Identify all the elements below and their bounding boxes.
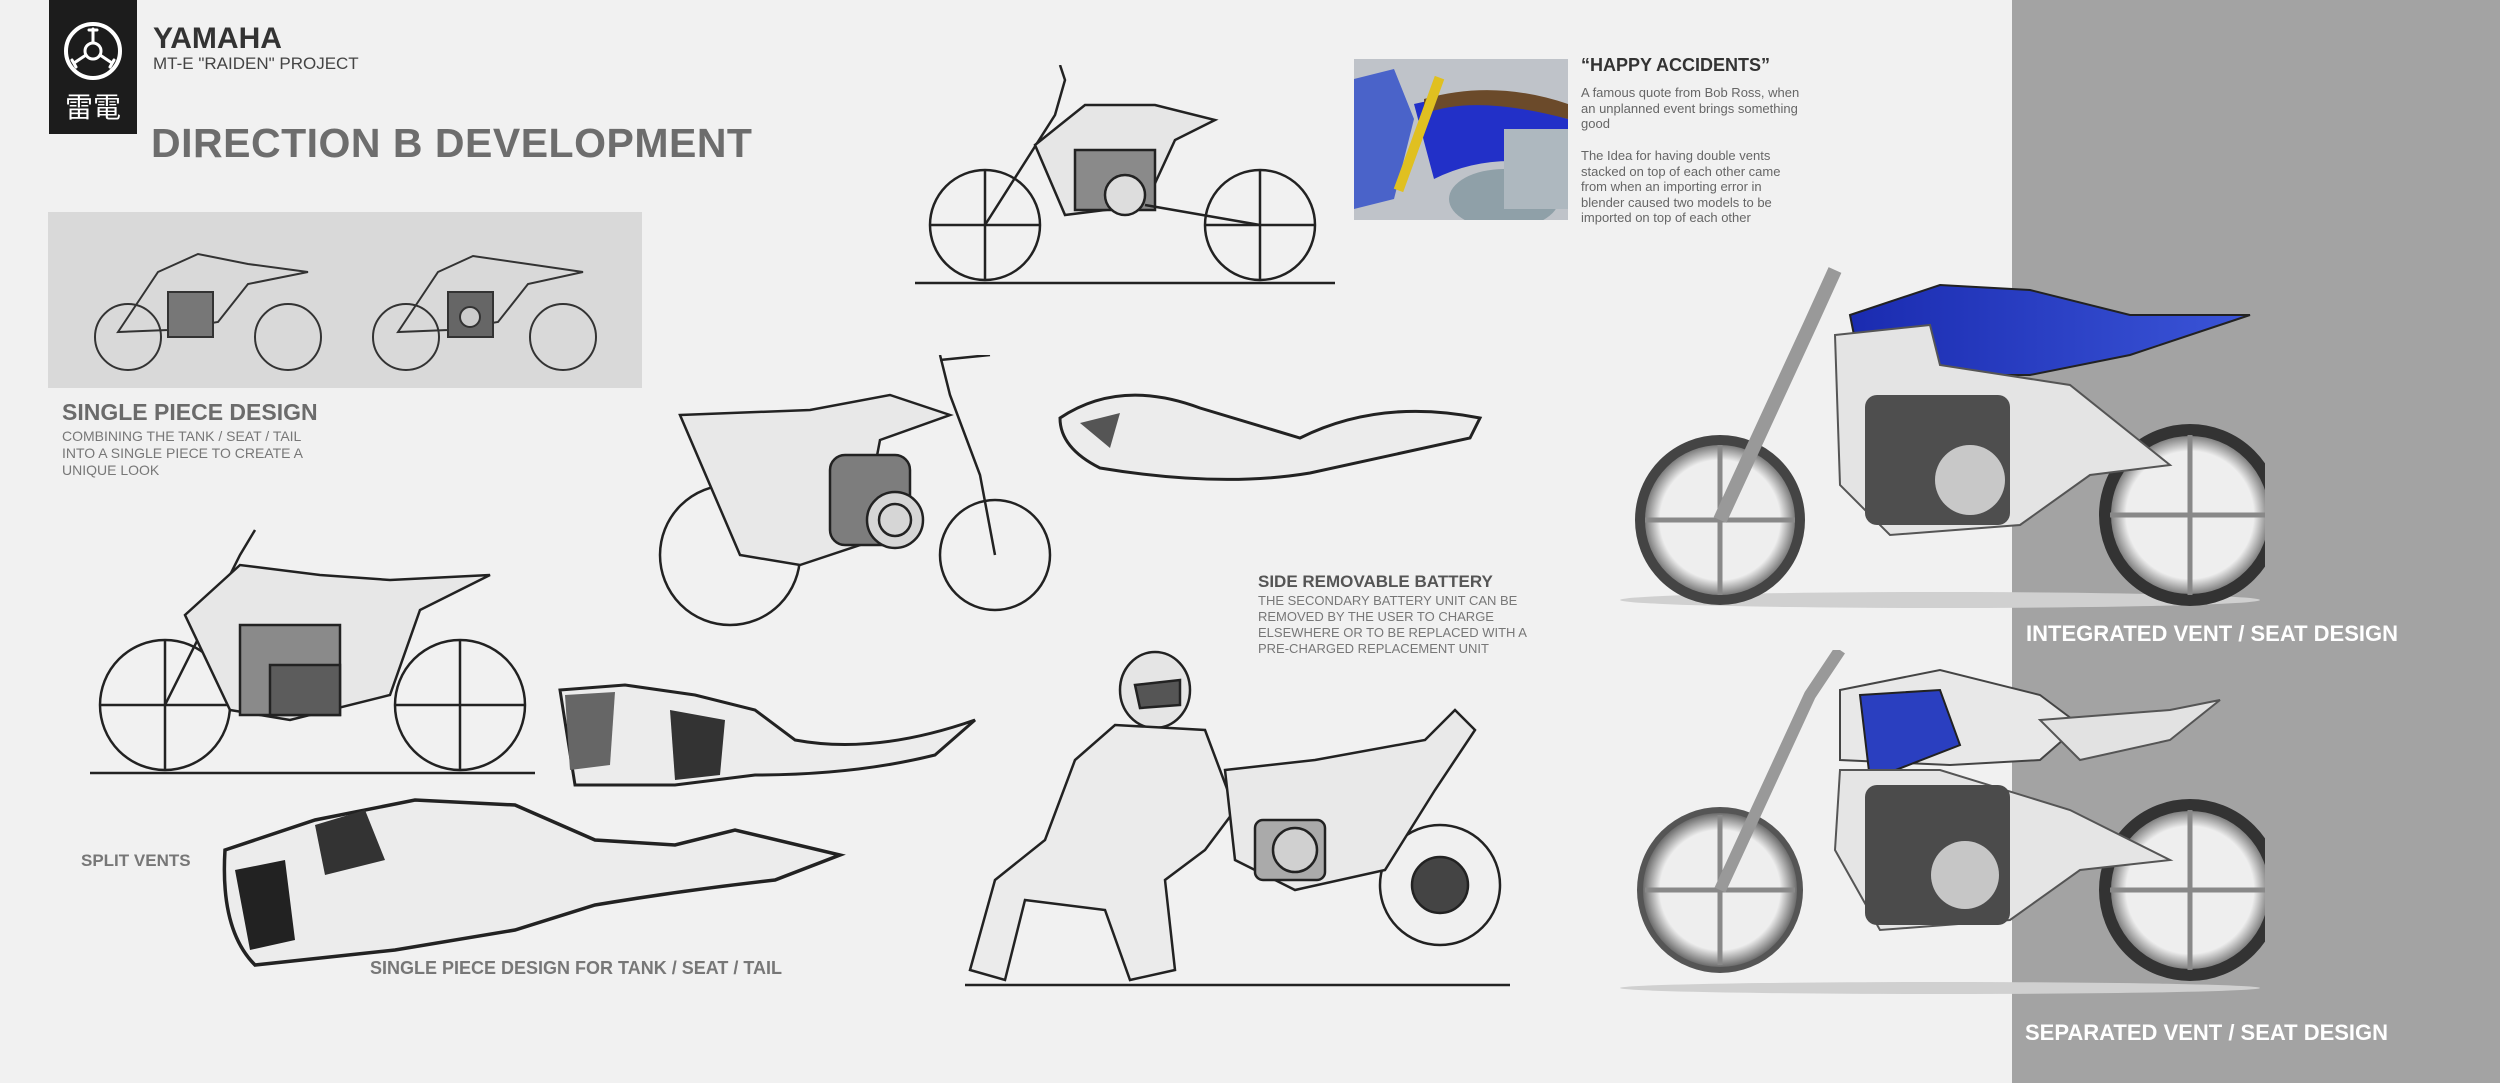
split-vents-sketch [558,683,976,787]
seat-tail-sketch-top [1058,393,1483,481]
integrated-vent-render [1620,267,2265,608]
separated-design-label: SEPARATED VENT / SEAT DESIGN [2025,1020,2389,1045]
battery-description: THE SECONDARY BATTERY UNIT CAN BE REMOVE… [1258,593,1527,656]
single-piece-thumbnail-panel [48,212,642,388]
tank-seat-tail-label: SINGLE PIECE DESIGN FOR TANK / SEAT / TA… [370,958,783,978]
project-name: MT-E "RAIDEN" PROJECT [153,54,359,73]
brand-name: YAMAHA [153,22,282,55]
happy-accidents-paragraph-1: A famous quote from Bob Ross, when an un… [1581,85,1800,131]
yamaha-tuning-fork-logo-icon [64,22,122,80]
single-piece-heading: SINGLE PIECE DESIGN [62,399,318,425]
thumbnail-bike-sketches [94,252,597,371]
single-piece-description: COMBINING THE TANK / SEAT / TAIL INTO A … [62,428,303,478]
top-bike-sketch [915,65,1335,285]
integrated-design-label: INTEGRATED VENT / SEAT DESIGN [2026,621,2398,646]
yamaha-logo-box: 雷電 [49,0,137,134]
happy-accidents-paragraph-2: The Idea for having double vents stacked… [1581,148,1781,225]
happy-accident-render-photo [1354,59,1568,220]
split-vents-label: SPLIT VENTS [81,851,191,870]
separated-vent-render [1620,650,2265,994]
rider-battery-sketch [965,650,1510,987]
left-bike-sketch [90,529,535,775]
middle-bike-sketch [658,355,1052,627]
battery-heading: SIDE REMOVABLE BATTERY [1258,572,1493,591]
logo-kanji: 雷電 [64,91,121,124]
happy-accidents-heading: “HAPPY ACCIDENTS” [1581,55,1771,75]
page-title: DIRECTION B DEVELOPMENT [151,120,753,166]
tank-seat-tail-sketch [222,798,846,967]
